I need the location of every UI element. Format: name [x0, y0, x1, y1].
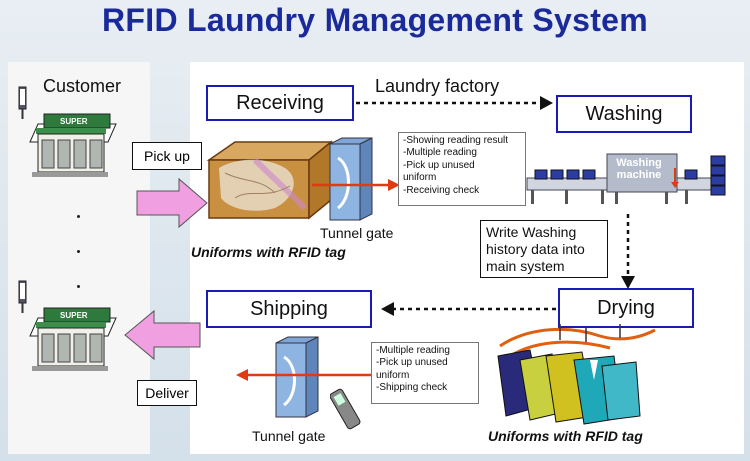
note-line: -Multiple reading [403, 147, 477, 159]
store-sign-text: SUPER [60, 311, 88, 320]
history-line: history data into [486, 241, 585, 257]
ellipsis-dot [77, 285, 80, 288]
tunnel-gate-label: Tunnel gate [320, 225, 394, 241]
deliver-box: Deliver [137, 380, 197, 406]
receiving-notes: -Showing reading result -Multiple readin… [398, 132, 526, 206]
red-ship-arrow-icon [236, 369, 374, 381]
note-line: uniform [376, 369, 410, 381]
uniforms-label: Uniforms with RFID tag [488, 428, 643, 444]
history-line: Write Washing [486, 224, 577, 240]
tunnel-gate-icon [329, 137, 373, 221]
page-title: RFID Laundry Management System [102, 2, 648, 38]
ellipsis-dot [77, 215, 80, 218]
factory-label: Laundry factory [375, 76, 500, 96]
to-shipping-arrow-icon [381, 302, 558, 316]
handheld-reader-icon [330, 388, 361, 430]
deliver-arrow-icon [124, 309, 201, 361]
to-washing-arrow-icon [356, 96, 553, 110]
shipping-step: Shipping [206, 290, 372, 328]
tunnel-gate-label: Tunnel gate [252, 428, 326, 444]
to-drying-arrow-icon [621, 214, 635, 289]
store-building-icon: SUPER [18, 280, 117, 371]
washing-label: Washing [585, 102, 663, 125]
note-line: -Showing reading result [403, 135, 509, 146]
note-line: uniform [403, 172, 437, 184]
tunnel-gate-icon [275, 336, 319, 418]
store-building-icon: SUPER [18, 86, 117, 177]
note-line: -Shipping check [376, 382, 448, 394]
note-line: -Pick up unused [376, 357, 448, 369]
red-scan-arrow-icon [312, 179, 400, 191]
receiving-label: Receiving [236, 91, 324, 114]
receiving-step: Receiving [206, 85, 354, 121]
pickup-box: Pick up [132, 142, 202, 170]
uniforms-label: Uniforms with RFID tag [191, 244, 346, 260]
pickup-arrow-icon [136, 177, 208, 229]
drying-step: Drying [558, 288, 694, 328]
note-line: -Pick up unused [403, 159, 475, 171]
deliver-label: Deliver [145, 385, 189, 401]
store-sign-text: SUPER [60, 117, 88, 126]
uniform-box-icon [206, 140, 334, 220]
washing-machine-label: Washing machine [616, 157, 662, 181]
washing-machine-icon [526, 153, 726, 204]
note-line: -Receiving check [403, 184, 480, 196]
shipping-notes: -Multiple reading -Pick up unused unifor… [371, 342, 479, 404]
pickup-label: Pick up [144, 148, 190, 164]
uniforms-on-hangers-icon [497, 324, 656, 425]
history-note: Write Washing history data into main sys… [480, 220, 608, 278]
customer-label: Customer [43, 76, 122, 96]
shipping-label: Shipping [250, 297, 328, 320]
history-line: main system [486, 258, 565, 274]
ellipsis-dot [77, 250, 80, 253]
note-line: -Multiple reading [376, 345, 450, 356]
drying-label: Drying [597, 296, 655, 319]
washing-step: Washing [556, 95, 692, 133]
